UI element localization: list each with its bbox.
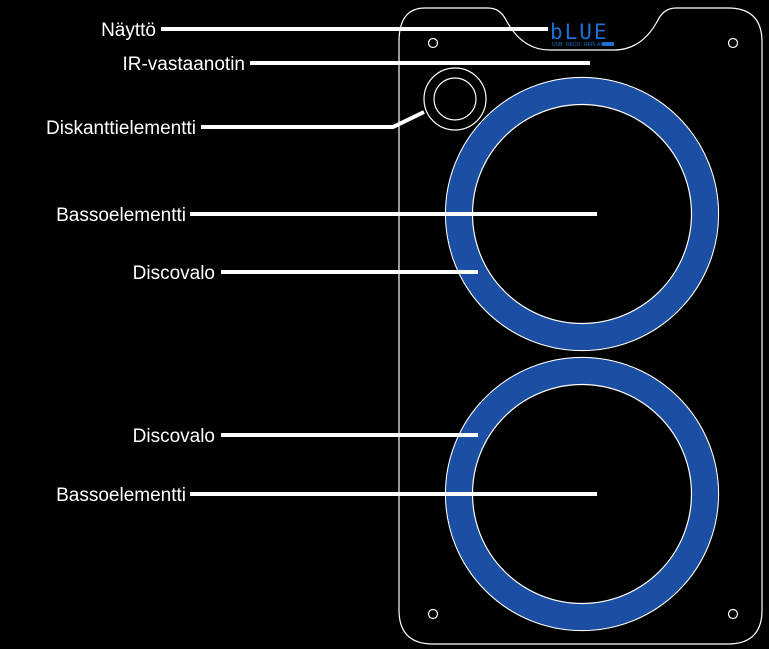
tweeter-outer-ring: [423, 67, 487, 131]
screw-hole-bottom-left: [427, 608, 439, 620]
label-disco-top: Discovalo: [133, 263, 215, 284]
display-screen-text: bLUE: [550, 20, 609, 44]
label-woofer-bottom: Bassoelementti: [56, 485, 186, 506]
display-battery-icon: [602, 42, 614, 46]
screw-hole-bottom-right: [727, 608, 739, 620]
tweeter-dome: [433, 77, 477, 121]
label-ir-receiver: IR-vastaanotin: [122, 54, 245, 75]
leader-tweeter: [201, 110, 425, 129]
tweeter: [423, 67, 487, 131]
label-tweeter: Diskanttielementti: [46, 118, 196, 139]
display-indicator-usb: USB: [552, 42, 563, 48]
label-display: Näyttö: [101, 20, 156, 41]
label-disco-bottom: Discovalo: [133, 426, 215, 447]
display-indicator-reco: RECO: [566, 42, 581, 48]
screw-hole-top-left: [427, 37, 439, 49]
display-indicator-replay: REPLAY: [584, 42, 604, 48]
label-woofer-top: Bassoelementti: [56, 205, 186, 226]
screw-hole-top-right: [727, 37, 739, 49]
display-panel: bLUE USB RECO REPLAY: [550, 20, 614, 48]
speaker-body-outline: [398, 7, 763, 645]
